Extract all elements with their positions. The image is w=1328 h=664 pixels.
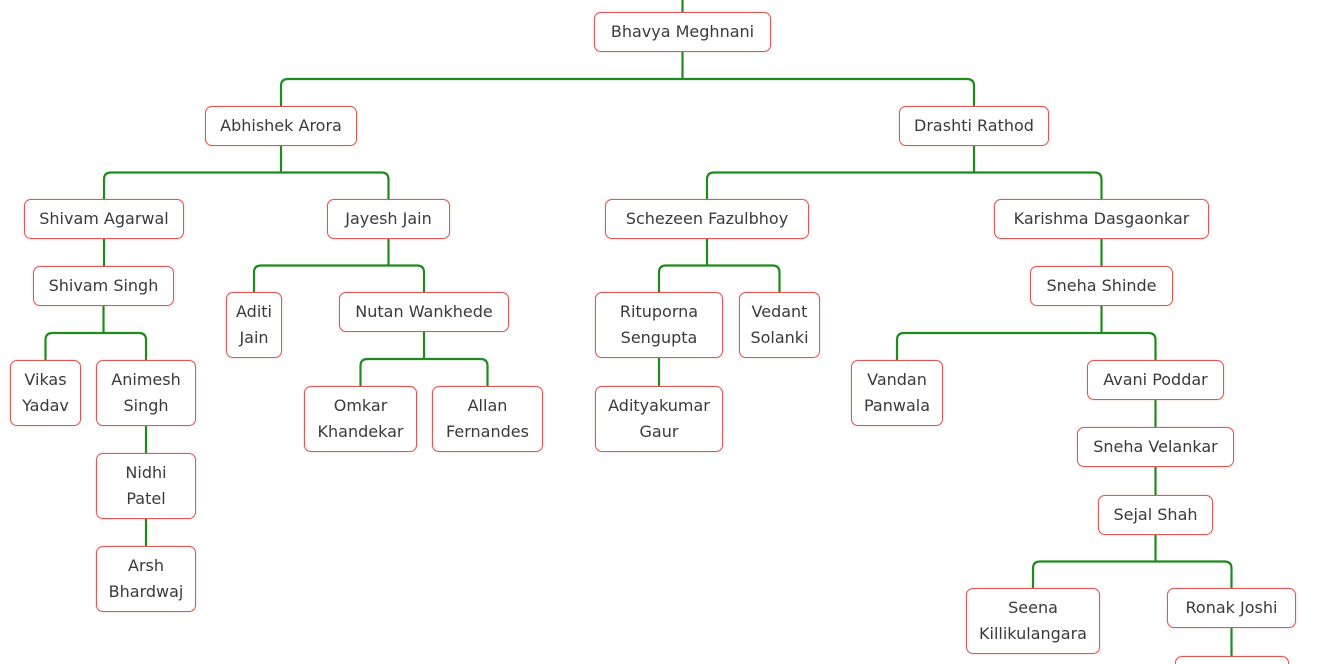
node-vikas-yadav[interactable]: Vikas Yadav: [10, 360, 81, 426]
node-nutan-wankhede[interactable]: Nutan Wankhede: [339, 292, 509, 332]
connector-schezeen-vedant: [707, 264, 781, 292]
node-arsh-bhardwaj[interactable]: Arsh Bhardwaj: [96, 546, 196, 612]
node-sneha-velankar[interactable]: Sneha Velankar: [1077, 427, 1234, 467]
node-schezeen-fazulbhoy[interactable]: Schezeen Fazulbhoy: [605, 199, 809, 239]
node-shivam-singh[interactable]: Shivam Singh: [33, 266, 174, 306]
connector-drashti-karishma: [974, 171, 1103, 199]
node-bhavya-meghnani[interactable]: Bhavya Meghnani: [594, 12, 771, 52]
node-avani-poddar[interactable]: Avani Poddar: [1087, 360, 1224, 400]
node-rituporna-sengupta[interactable]: Rituporna Sengupta: [595, 292, 723, 358]
connector-shivam_singh-vikas: [44, 331, 104, 360]
connector-nutan-allan: [424, 357, 489, 386]
node-seena-killikulangara[interactable]: Seena Killikulangara: [966, 588, 1100, 654]
connector-abhishek-shivam_agarwal: [102, 171, 281, 199]
connector-jayesh-nutan: [388, 264, 426, 292]
node-sejal-shah[interactable]: Sejal Shah: [1098, 495, 1213, 535]
node-animesh-singh[interactable]: Animesh Singh: [96, 360, 196, 426]
node-nidhi-patel[interactable]: Nidhi Patel: [96, 453, 196, 519]
connector-sejal-seena: [1031, 560, 1156, 588]
node-shivam-agarwal[interactable]: Shivam Agarwal: [24, 199, 184, 239]
connector-bhavya-abhishek: [279, 77, 683, 106]
connector-jayesh-aditi: [252, 264, 389, 292]
connector-sneha_shinde-avani: [1101, 331, 1157, 360]
node-allan-fernandes[interactable]: Allan Fernandes: [432, 386, 543, 452]
connector-sejal-ronak: [1155, 560, 1233, 588]
node-drashti-rathod[interactable]: Drashti Rathod: [899, 106, 1049, 146]
node-jayesh-jain[interactable]: Jayesh Jain: [327, 199, 450, 239]
connector-sneha_shinde-vandan: [895, 331, 1102, 360]
node-vedant-solanki[interactable]: Vedant Solanki: [739, 292, 820, 358]
node-abhishek-arora[interactable]: Abhishek Arora: [205, 106, 357, 146]
node-adityakumar-gaur[interactable]: Adityakumar Gaur: [595, 386, 723, 452]
connector-nutan-omkar: [359, 357, 424, 386]
node-omkar-khandekar[interactable]: Omkar Khandekar: [304, 386, 417, 452]
node-sneha-shinde[interactable]: Sneha Shinde: [1030, 266, 1173, 306]
node-vandan-panwala[interactable]: Vandan Panwala: [851, 360, 943, 426]
connector-abhishek-jayesh: [281, 171, 390, 199]
node-ronak-joshi[interactable]: Ronak Joshi: [1167, 588, 1296, 628]
connector-bhavya-drashti: [682, 77, 976, 106]
connector-drashti-schezeen: [705, 171, 974, 199]
node-karishma-dasgaonkar[interactable]: Karishma Dasgaonkar: [994, 199, 1209, 239]
connector-schezeen-rituporna: [657, 264, 707, 292]
connector-shivam_singh-animesh: [103, 331, 148, 360]
node-aditi-jain[interactable]: Aditi Jain: [226, 292, 282, 358]
node-offscreen-child[interactable]: [1175, 656, 1289, 664]
